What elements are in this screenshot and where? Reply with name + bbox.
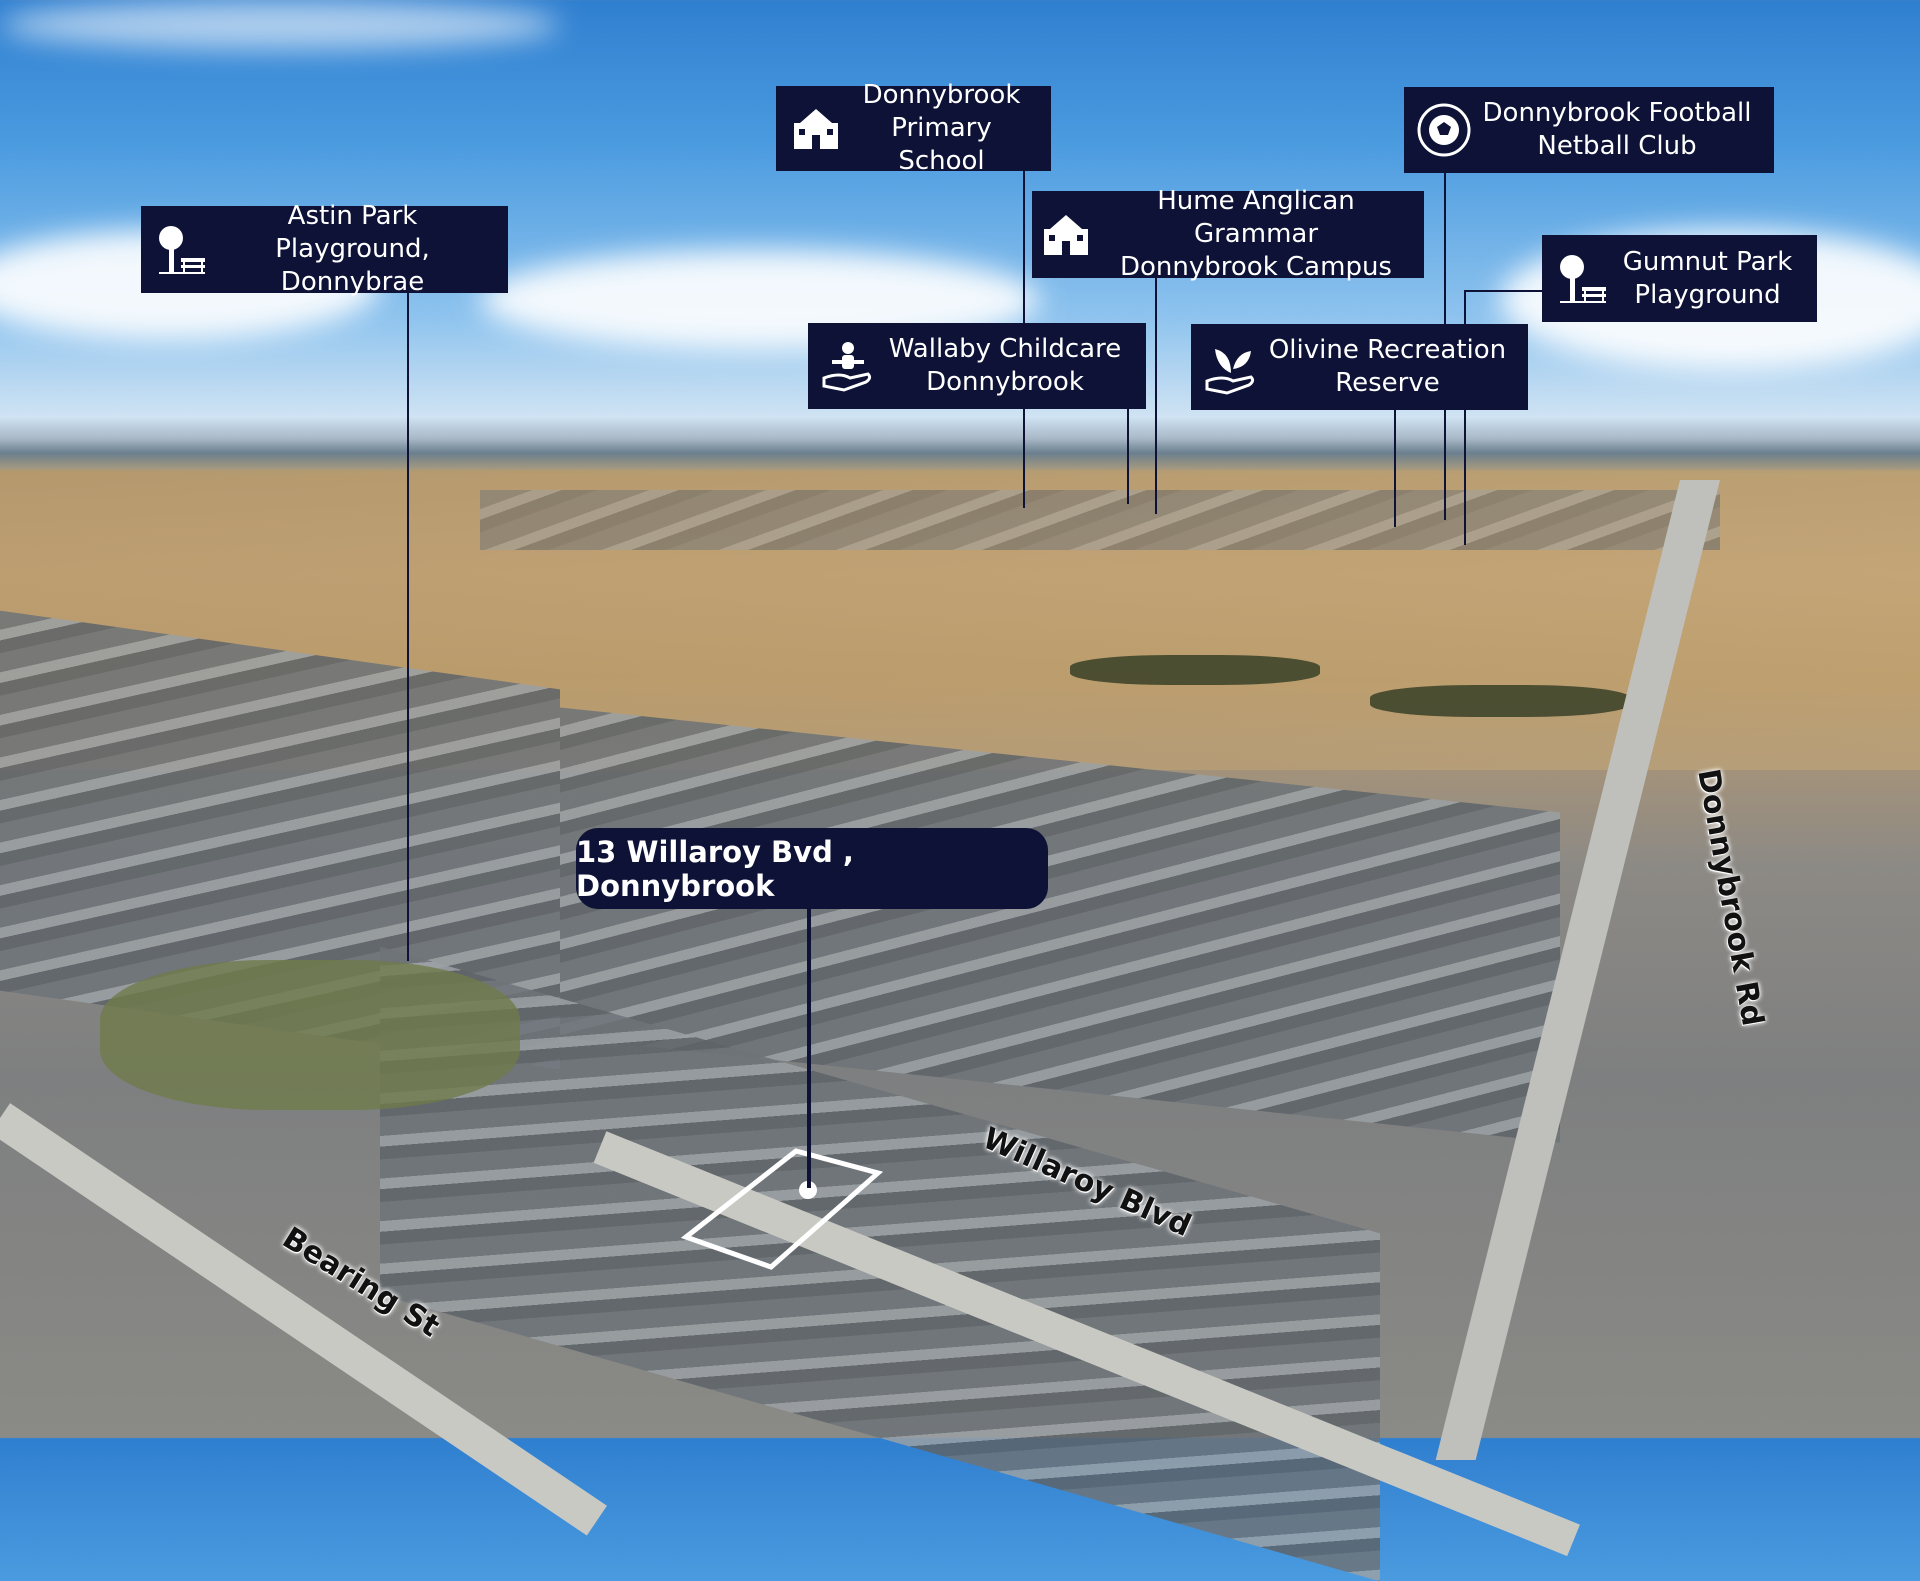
landmark-label-line: Primary School — [891, 113, 992, 176]
landmark-label-line: Donnybrook Campus — [1120, 252, 1392, 282]
landmark-label-line: Gumnut Park — [1622, 246, 1793, 277]
property-address-label: 13 Willaroy Bvd , Donnybrook — [576, 828, 1048, 909]
leader-line — [807, 909, 811, 1188]
landmark-label-line: Reserve — [1335, 368, 1440, 398]
leader-line — [1464, 291, 1466, 545]
leader-line — [1394, 410, 1396, 527]
tree-line — [1070, 655, 1320, 685]
landmark-label-line: Astin Park Playground, — [275, 201, 430, 264]
tree-bench-icon — [1560, 254, 1606, 303]
landmark-label-line: Donnybrook — [862, 80, 1021, 110]
distant-suburb — [480, 490, 1720, 550]
landmark-label-line: Donnybrook — [926, 367, 1084, 397]
cloud — [0, 0, 560, 50]
landmark-label-line: Donnybrae — [280, 267, 425, 297]
landmark-astin-park: Astin Park Playground,Donnybrae — [141, 201, 508, 297]
landmark-label-line: Hume Anglican Grammar — [1157, 186, 1355, 249]
park — [100, 960, 520, 1110]
landmark-label-line: Netball Club — [1537, 131, 1697, 161]
school-icon — [794, 108, 838, 149]
plant-hand-icon — [1205, 349, 1255, 395]
landmark-label-line: Olivine Recreation — [1268, 335, 1507, 365]
childcare-icon — [822, 342, 872, 392]
tree-line — [1370, 685, 1630, 717]
tree-bench-icon — [159, 225, 205, 274]
leader-line — [1127, 409, 1129, 504]
property-boundary — [0, 0, 1920, 1438]
leader-line — [1464, 290, 1544, 292]
leader-line — [1155, 278, 1157, 514]
landmark-label-line: Playground — [1634, 279, 1781, 310]
football-club-icon — [1417, 103, 1471, 157]
landmark-label-line: Donnybrook Football — [1482, 98, 1752, 128]
landmark-label-line: Wallaby Childcare — [888, 334, 1122, 364]
leader-line — [407, 293, 409, 961]
school-icon — [1044, 214, 1088, 255]
property-marker-dot — [799, 1181, 817, 1199]
